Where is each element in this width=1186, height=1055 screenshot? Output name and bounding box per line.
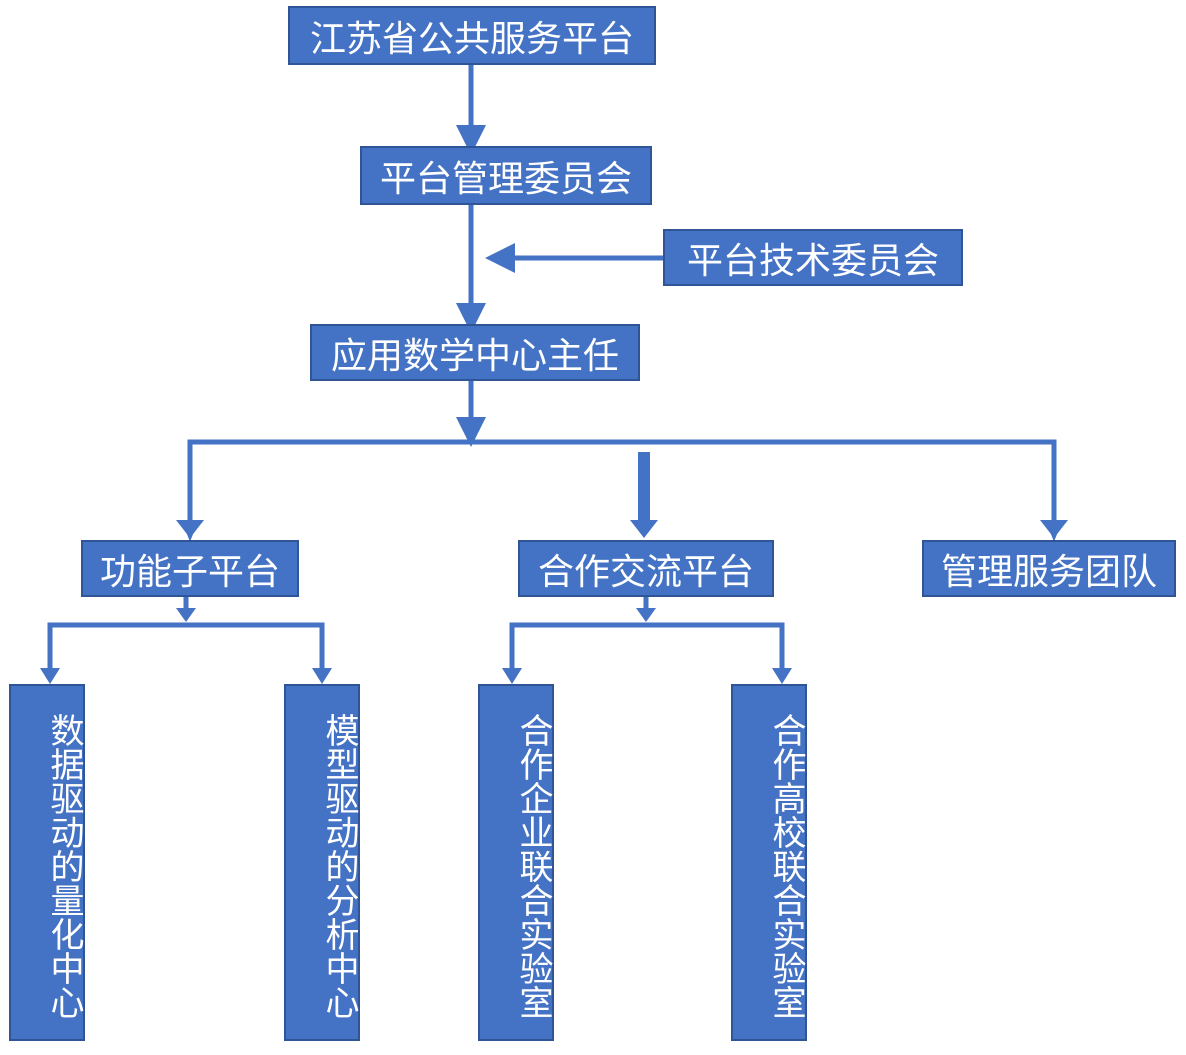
node-model-driven-center: 模型驱动的分析中心 — [284, 684, 360, 1041]
node-jiangsu-platform: 江苏省公共服务平台 — [288, 6, 656, 65]
node-management-team: 管理服务团队 — [922, 540, 1176, 597]
node-technical-committee: 平台技术委员会 — [663, 229, 963, 286]
node-cooperation-platform: 合作交流平台 — [518, 540, 774, 597]
node-management-committee: 平台管理委员会 — [360, 146, 652, 205]
func-branch-bar — [47, 622, 325, 676]
node-function-platform: 功能子平台 — [81, 540, 299, 597]
node-enterprise-joint-lab: 合作企业联合实验室 — [478, 684, 554, 1041]
node-data-driven-center: 数据驱动的量化中心 — [9, 684, 85, 1041]
coop-branch-bar — [509, 622, 785, 676]
node-university-joint-lab: 合作高校联合实验室 — [731, 684, 807, 1041]
branch-bar — [187, 439, 1057, 528]
node-center-director: 应用数学中心主任 — [310, 324, 640, 381]
